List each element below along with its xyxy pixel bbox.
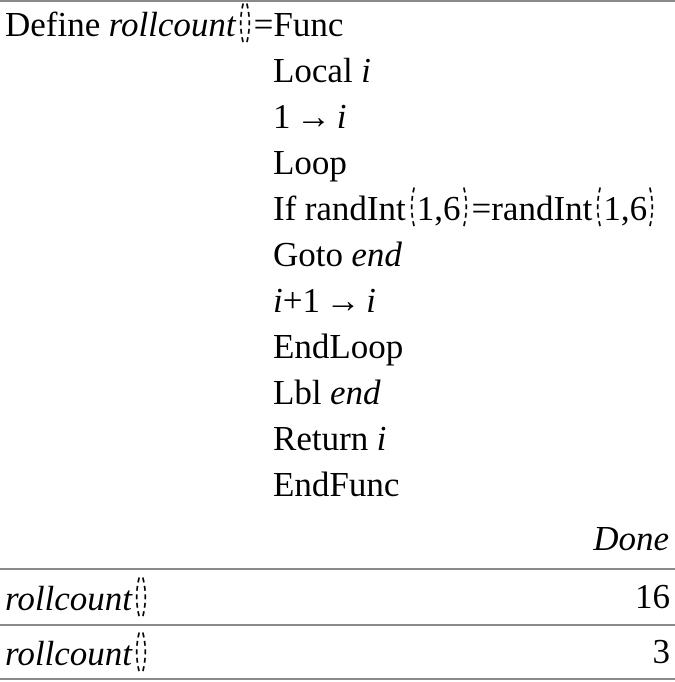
code-line-increment[interactable]: i+1→i [0,278,675,324]
result-value: 16 [635,577,670,616]
label-end: end [351,235,402,274]
empty-parentheses-icon [132,576,150,618]
variable-i: i [376,419,387,458]
loop-keyword: Loop [273,143,347,182]
left-parenthesis-icon [239,3,244,43]
return-keyword: Return [273,419,369,458]
store-arrow-icon: → [325,281,361,320]
variable-i: i [361,51,371,90]
store-arrow-icon: → [296,97,332,136]
define-keyword: Define [5,5,101,44]
empty-parentheses-icon [236,3,254,44]
endfunc-keyword: EndFunc [273,465,400,504]
code-line-init[interactable]: 1→i [0,94,675,140]
equals-sign: = [253,5,274,44]
goto-keyword: Goto [273,235,343,274]
result-row[interactable]: rollcount 16 [0,570,675,624]
function-name: rollcount [5,633,133,673]
left-parenthesis-icon [135,576,141,617]
func-keyword: Func [273,5,344,44]
result-expression: rollcount [5,631,150,674]
right-parenthesis-icon [462,187,467,227]
local-keyword: Local [273,51,353,90]
argument-parentheses: 1,6 [592,187,658,228]
left-parenthesis-icon [410,187,415,227]
bottom-divider [0,678,675,680]
top-divider [0,0,675,2]
argument-parentheses: 1,6 [406,187,472,228]
right-parenthesis-icon [142,631,147,672]
if-keyword: If [273,189,297,228]
lbl-keyword: Lbl [273,373,322,412]
done-text: Done [593,519,669,558]
code-line-endfunc[interactable]: EndFunc [0,462,675,508]
left-parenthesis-icon [597,187,602,227]
result-value: 3 [652,632,671,671]
divider [0,624,675,626]
endloop-keyword: EndLoop [273,327,404,366]
variable-i: i [366,281,376,320]
divider [0,568,675,570]
randint-args: 1,6 [603,189,648,228]
code-line-loop[interactable]: Loop [0,140,675,186]
right-parenthesis-icon [245,3,250,43]
status-done: Done [0,516,675,562]
right-parenthesis-icon [649,187,654,227]
left-parenthesis-icon [135,631,141,672]
result-row[interactable]: rollcount 3 [0,626,675,678]
code-line-endloop[interactable]: EndLoop [0,324,675,370]
empty-parentheses-icon [132,631,150,673]
randint-function: randInt [491,189,593,228]
randint-function: randInt [304,189,406,228]
equals-sign: = [471,189,492,228]
plus-one: +1 [282,281,320,320]
randint-args: 1,6 [416,189,461,228]
init-value: 1 [273,97,291,136]
result-expression: rollcount [5,576,150,619]
variable-i: i [336,97,347,136]
right-parenthesis-icon [142,576,147,617]
variable-i: i [273,281,283,320]
function-name: rollcount [5,578,133,618]
label-end: end [330,373,381,412]
function-name: rollcount [108,5,236,44]
